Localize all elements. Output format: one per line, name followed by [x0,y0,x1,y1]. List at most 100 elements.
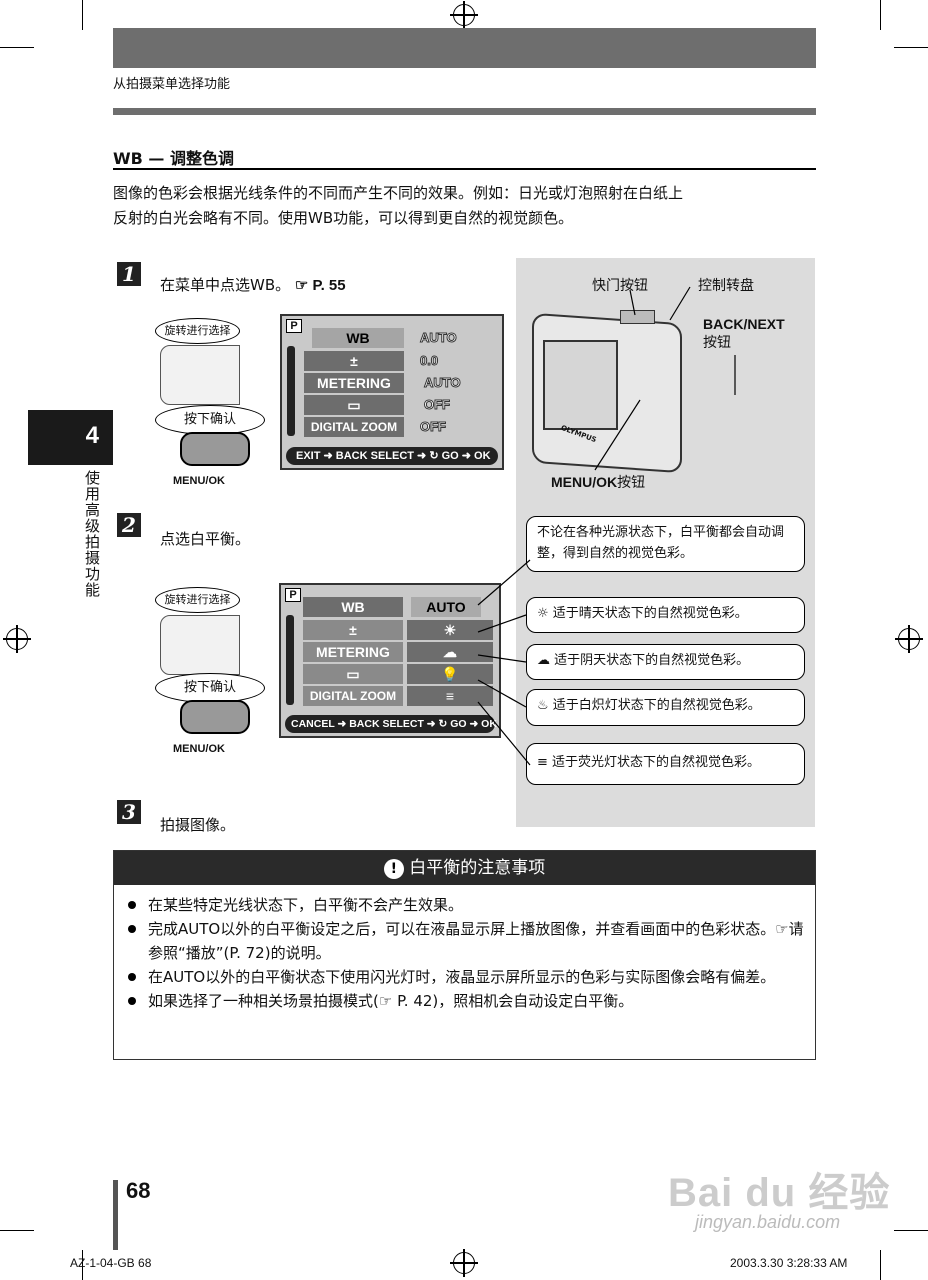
menu-row-wb: WB [312,328,404,348]
watermark-url: jingyan.baidu.com [695,1212,841,1232]
trim-mark [0,1230,34,1231]
label-menu-ok-suffix: 按钮 [617,475,646,491]
camera-dial-illustration [160,345,240,405]
registration-mark-bottom [450,1249,478,1277]
wb-option-auto: AUTO [411,597,481,617]
menu-ok-button-illustration [180,700,250,734]
notice-item: 完成AUTO以外的白平衡设定之后，可以在液晶显示屏上播放图像，并查看画面中的色彩… [114,917,805,965]
trim-mark [82,0,83,30]
rotate-hint-bubble: 旋转进行选择 [155,318,240,344]
wb-option-fluorescent: ≡ [407,686,493,706]
callout-incandescent: ♨ 适于白炽灯状态下的自然视觉色彩。 [526,689,805,726]
scale-bar [286,615,294,705]
cloud-icon: ☁ [537,653,550,668]
step-3-number: 3 [117,800,141,824]
mode-p-icon: P [286,319,302,333]
footer-right: 2003.3.30 3:28:33 AM [730,1256,848,1270]
callout-text: 适于阴天状态下的自然视觉色彩。 [554,653,750,668]
callout-cloudy: ☁ 适于阴天状态下的自然视觉色彩。 [526,644,805,680]
leader-line [669,286,691,321]
press-hint-bubble: 按下确认 [155,405,265,435]
label-dial: 控制转盘 [698,278,754,294]
leader-line [477,559,531,606]
intro-line-1: 图像的色彩会根据光线条件的不同而产生不同的效果。例如：日光或灯泡照射在白纸上 [113,184,684,202]
registration-mark-right [895,625,923,653]
value-exposure: 0.0 [419,353,439,369]
lcd-guide-bar: EXIT ➜ BACK SELECT ➜ ↻ GO ➜ OK [286,447,498,465]
callout-text: 适于晴天状态下的自然视觉色彩。 [552,606,748,621]
wb-option-incandescent: 💡 [407,664,493,684]
leader-line [477,654,527,663]
label-menu-ok-name: MENU/OK [551,474,618,490]
section-title: 从拍摄菜单选择功能 [113,77,231,92]
menu-row-drive: ▭ [304,395,404,415]
chapter-title: 使用高级拍摄功能 [83,470,101,598]
callout-fluorescent: ≡ 适于荧光灯状态下的自然视觉色彩。 [526,743,805,785]
value-drive: OFF [424,397,451,413]
callout-sunny: ☼ 适于晴天状态下的自然视觉色彩。 [526,597,805,633]
leader-line [594,399,641,471]
value-wb: AUTO [420,330,458,346]
page-number: 68 [126,1178,151,1203]
page-heading: WB — 调整色调 [113,149,234,168]
shutter-button-illustration [620,310,655,324]
camera-screen [543,340,618,430]
callout-text: 不论在各种光源状态下，白平衡都会自动调整，得到自然的视觉色彩。 [537,525,785,561]
label-shutter: 快门按钮 [592,278,648,294]
header-bar [113,28,816,68]
page-ref-link[interactable]: ☞ P. 55 [294,277,346,294]
footer-left: AZ-1-04-GB 68 [70,1256,152,1270]
step-2-text: 点选白平衡。 [160,530,251,548]
notice-item: 在AUTO以外的白平衡状态下使用闪光灯时，液晶显示屏所显示的色彩与实际图像会略有… [114,965,805,989]
fluorescent-icon: ≡ [537,755,548,770]
leader-line [629,289,636,316]
trim-mark [82,1250,83,1280]
label-back-next-suffix: 按钮 [703,335,731,351]
notice-title: 白平衡的注意事项 [409,858,546,878]
menu-row-exposure: ± [304,351,404,371]
step-3-text: 拍摄图像。 [160,816,236,834]
callout-auto: 不论在各种光源状态下，白平衡都会自动调整，得到自然的视觉色彩。 [526,516,805,572]
step-1-number: 1 [117,262,141,286]
menu-row-metering: METERING [303,642,403,662]
menu-row-digital-zoom: DIGITAL ZOOM [304,417,404,437]
registration-mark-top [450,1,478,29]
menu-row-drive: ▭ [303,664,403,684]
menu-ok-label: MENU/OK [173,475,225,487]
header-rule [113,108,816,115]
wb-option-sunny: ☀ [407,620,493,640]
trim-mark [880,1250,881,1280]
trim-mark [894,47,928,48]
notice-header: ! 白平衡的注意事项 [114,851,815,885]
mode-p-icon: P [285,588,301,602]
leader-line [477,614,527,633]
notice-item: 在某些特定光线状态下，白平衡不会产生效果。 [114,893,805,917]
step-1-label: 在菜单中点选WB。 [160,276,291,294]
menu-row-metering: METERING [304,373,404,393]
wb-option-cloudy: ☁ [407,642,493,662]
menu-row-exposure: ± [303,620,403,640]
menu-row-digital-zoom: DIGITAL ZOOM [303,686,403,706]
value-metering: AUTO [424,375,462,391]
callout-text: 适于白炽灯状态下的自然视觉色彩。 [552,698,761,713]
baidu-watermark: Bai du 经验 [668,1160,890,1218]
label-menu-ok: MENU/OK按钮 [551,472,645,492]
step-2-number: 2 [117,513,141,537]
chapter-tab: 4 [28,410,113,465]
notice-item: 如果选择了一种相关场景拍摄模式(☞ P. 42)，照相机会自动设定白平衡。 [114,989,805,1013]
trim-mark [880,0,881,30]
label-back-next-name: BACK/NEXT [703,316,785,332]
step-1-text: 在菜单中点选WB。 ☞ P. 55 [160,274,346,295]
sunny-icon: ☼ [537,606,549,621]
notice-box: ! 白平衡的注意事项 在某些特定光线状态下，白平衡不会产生效果。 完成AUTO以… [113,850,816,1060]
trim-mark [0,47,34,48]
scale-bar [287,346,295,436]
lcd-menu-1: P WB ± METERING ▭ DIGITAL ZOOM AUTO 0.0 … [280,314,504,470]
bulb-icon: ♨ [537,698,549,713]
rotate-hint-bubble: 旋转进行选择 [155,587,240,613]
heading-underline [113,168,816,170]
trim-mark [894,1230,928,1231]
value-digital-zoom: OFF [420,419,447,435]
warning-icon: ! [383,859,404,879]
